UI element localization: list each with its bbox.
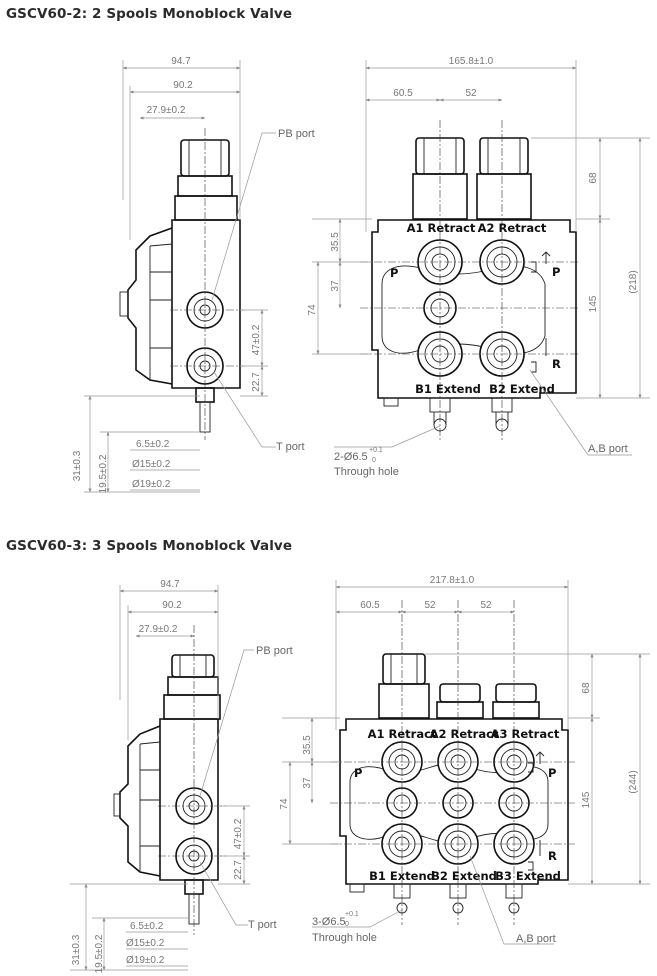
side-dim-width: 94.7 [171, 56, 191, 67]
through-hole-3: Through hole [312, 932, 377, 944]
hole-tol-upper-2: +0.1 [369, 447, 383, 454]
side-view-2-spool: 94.7 90.2 27.9±0.2 47±0.2 22.7 31±0.3 19… [72, 56, 315, 493]
section-title-3-spool: GSCV60-3: 3 Spools Monoblock Valve [6, 538, 293, 554]
side-dim-stem-low: 19.5±0.2 [98, 454, 109, 493]
hole-callout-3: 3-Ø6.5 [312, 916, 346, 928]
side-view-3-spool: 94.7 90.2 27.9±0.2 47±0.2 22.7 31±0.3 19… [70, 579, 293, 973]
label-a2-retract: A2 Retract [478, 221, 547, 235]
label3-a2-retract: A2 Retract [430, 727, 499, 741]
side-dim-offset: 27.9±0.2 [147, 105, 186, 116]
t-port-label-3: T port [248, 919, 277, 931]
through-hole-2: Through hole [334, 466, 399, 478]
front-view-3-spool: A1 Retract A2 Retract A3 Retract B1 Exte… [279, 575, 650, 945]
front3-dim-244: (244) [628, 770, 639, 793]
side3-dim-stem-low: 19.5±0.2 [94, 934, 105, 973]
front-view-2-spool: A1 Retract A2 Retract B1 Extend B2 Exten… [307, 56, 650, 478]
side-dim-body: 90.2 [173, 80, 193, 91]
side-dim-port-spacing: 47±0.2 [251, 324, 262, 355]
pb-port-label-3: PB port [256, 645, 293, 657]
t-port-label: T port [276, 441, 305, 453]
hole-tol-upper-3: +0.1 [345, 911, 359, 918]
side-dim-stem-height: 31±0.3 [72, 450, 83, 481]
label3-a3-retract: A3 Retract [491, 727, 560, 741]
pb-port-label: PB port [278, 128, 315, 140]
label-b2-extend: B2 Extend [489, 382, 555, 396]
side-dim-dia15: Ø15±0.2 [132, 459, 171, 470]
front-dim-35-5: 35.5 [330, 232, 341, 252]
hole-tol-lower-2: 0 [372, 457, 376, 464]
side3-dim-port-bottom: 22.7 [233, 860, 244, 880]
label3-p-right: P [548, 766, 556, 780]
side-dim-hole: 6.5±0.2 [136, 439, 170, 450]
front-dim-74: 74 [307, 304, 318, 316]
front3-dim-handle: 68 [581, 682, 592, 694]
label3-r: R [548, 849, 557, 863]
side3-dim-port-spacing: 47±0.2 [233, 818, 244, 849]
label3-a1-retract: A1 Retract [368, 727, 437, 741]
side3-dim-width: 94.7 [160, 579, 180, 590]
front3-dim-35-5: 35.5 [302, 735, 313, 755]
label-r: R [552, 357, 561, 371]
front-dim-145: 145 [588, 295, 599, 312]
label3-b2-extend: B2 Extend [431, 869, 497, 883]
ab-port-label-2: A,B port [588, 443, 628, 455]
side3-dim-offset: 27.9±0.2 [139, 624, 178, 635]
label3-b3-extend: B3 Extend [495, 869, 561, 883]
section-title-2-spool: GSCV60-2: 2 Spools Monoblock Valve [6, 6, 293, 22]
ab-port-label-3: A,B port [516, 933, 556, 945]
front3-dim-145: 145 [581, 791, 592, 808]
front-dim-handle: 68 [588, 172, 599, 184]
front-dim-60-5: 60.5 [393, 88, 413, 99]
front-dim-52: 52 [465, 88, 477, 99]
hole-tol-lower-3: 0 [345, 921, 349, 928]
label3-p-left: P [354, 766, 362, 780]
front3-dim-52a: 52 [424, 600, 436, 611]
front-dim-37: 37 [330, 280, 341, 292]
label-p-right: P [552, 265, 560, 279]
hole-callout-2: 2-Ø6.5 [334, 451, 368, 463]
side-dim-dia19: Ø19±0.2 [132, 479, 171, 490]
label3-b1-extend: B1 Extend [369, 869, 435, 883]
label-b1-extend: B1 Extend [415, 382, 481, 396]
side3-dim-dia19: Ø19±0.2 [126, 955, 165, 966]
front-dim-width: 165.8±1.0 [449, 56, 494, 67]
label-p-left: P [390, 266, 398, 280]
front3-dim-52b: 52 [480, 600, 492, 611]
front3-dim-74: 74 [279, 798, 290, 810]
front3-dim-37: 37 [302, 777, 313, 789]
side3-dim-stem-height: 31±0.3 [71, 934, 82, 965]
side-dim-port-bottom: 22.7 [251, 372, 262, 392]
label-a1-retract: A1 Retract [407, 221, 476, 235]
side3-dim-dia15: Ø15±0.2 [126, 938, 165, 949]
front-dim-218: (218) [628, 270, 639, 293]
front3-dim-60-5: 60.5 [360, 600, 380, 611]
side3-dim-body: 90.2 [162, 600, 182, 611]
front3-dim-width: 217.8±1.0 [430, 575, 475, 586]
side3-dim-hole: 6.5±0.2 [130, 921, 164, 932]
